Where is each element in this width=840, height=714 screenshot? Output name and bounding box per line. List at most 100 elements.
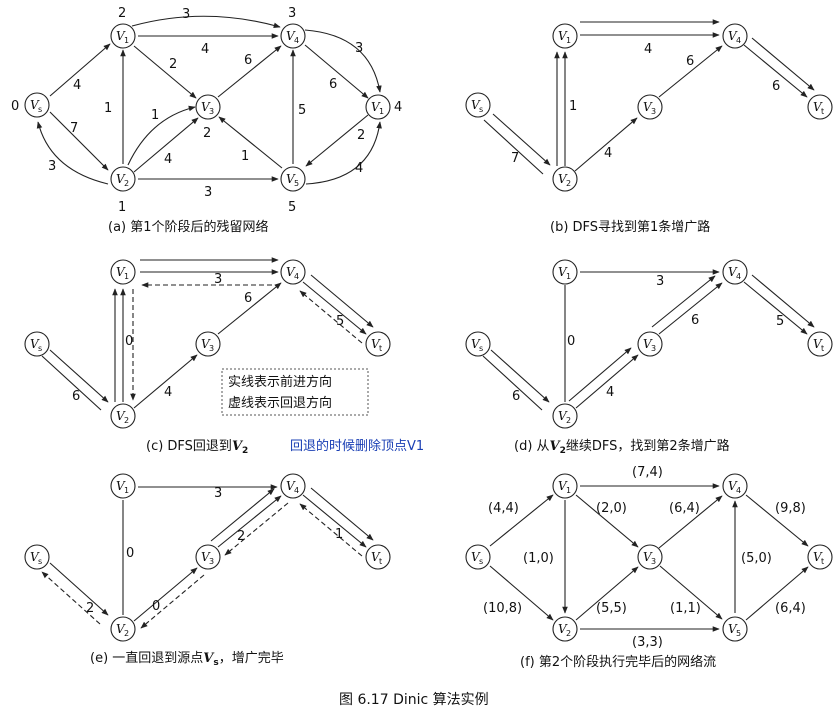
- cap-v2-v3: 4: [606, 385, 614, 400]
- edge-v5-vt: [745, 566, 809, 621]
- svg-text:1: 1: [566, 36, 571, 45]
- svg-text:s: s: [38, 344, 42, 353]
- svg-text:1: 1: [566, 486, 571, 495]
- svg-text:V: V: [558, 479, 568, 493]
- level-v1: 2: [118, 6, 126, 21]
- cap-v2-v3: 0: [152, 599, 160, 614]
- flow-v2-v5: (3,3): [632, 635, 663, 650]
- svg-text:1: 1: [379, 107, 384, 116]
- svg-text:V: V: [116, 622, 126, 636]
- cap-v1-v4: 4: [201, 42, 209, 57]
- svg-text:V: V: [813, 337, 823, 351]
- cap-vs-v2: 6: [72, 389, 80, 404]
- edge-v3-v2-back: [140, 574, 205, 629]
- edge-vs-v2: [49, 111, 109, 171]
- edge-v2-v3: [133, 567, 198, 622]
- edge-vs-v2-pair: [41, 355, 102, 411]
- svg-text:t: t: [821, 344, 824, 353]
- svg-text:V: V: [558, 29, 568, 43]
- edge-v3-v4: [217, 45, 282, 98]
- caption-a: (a) 第1个阶段后的残留网络: [108, 219, 269, 235]
- figure-caption: 图 6.17 Dinic 算法实例: [339, 692, 489, 708]
- svg-text:V: V: [471, 337, 481, 351]
- svg-text:V: V: [116, 172, 126, 186]
- cap-v2-v3: 4: [604, 146, 612, 161]
- svg-text:3: 3: [651, 557, 656, 566]
- edge-v4-vt: [304, 44, 369, 99]
- svg-text:s: s: [479, 105, 483, 114]
- edge-v3-v5: [659, 565, 723, 620]
- cap-v5-v3: 1: [241, 149, 249, 164]
- cap-vs-v2: 7: [511, 151, 519, 166]
- cap-v3-v4: 6: [244, 291, 252, 306]
- cap-vs-v2: 6: [512, 389, 520, 404]
- edge-v3-v4: [658, 495, 723, 549]
- cap-v2-v1: 0: [125, 334, 133, 349]
- svg-text:s: s: [38, 557, 42, 566]
- legend-solid: 实线表示前进方向: [228, 374, 332, 390]
- svg-text:s: s: [479, 557, 483, 566]
- cap-v2-v3: 4: [164, 152, 172, 167]
- edge-v2-v3: [575, 354, 639, 409]
- edge-v2-v3: [133, 354, 198, 409]
- legend-box: 实线表示前进方向 虚线表示回退方向: [221, 368, 369, 416]
- edge-v3-v4: [217, 282, 282, 335]
- flow-v2-v3: (5,5): [596, 601, 627, 616]
- svg-text:2: 2: [566, 629, 571, 638]
- svg-text:V: V: [371, 550, 381, 564]
- svg-text:V: V: [643, 100, 653, 114]
- svg-text:2: 2: [124, 629, 129, 638]
- svg-text:V: V: [286, 265, 296, 279]
- svg-text:V: V: [558, 409, 568, 423]
- svg-text:V: V: [643, 337, 653, 351]
- caption-f: (f) 第2个阶段执行完毕后的网络流: [520, 654, 716, 670]
- svg-text:V: V: [116, 29, 126, 43]
- edge-v2-v3: [574, 117, 638, 172]
- caption-c-note: 回退的时候删除顶点V1: [290, 438, 424, 454]
- svg-text:V: V: [371, 100, 381, 114]
- cap-v3-v4: 6: [244, 53, 252, 68]
- svg-text:2: 2: [124, 416, 129, 425]
- flow-v3-v4: (6,4): [669, 501, 700, 516]
- caption-e: (e) 一直回退到源点Vs，增广完毕: [90, 651, 284, 668]
- svg-text:3: 3: [209, 344, 214, 353]
- svg-text:t: t: [379, 557, 382, 566]
- svg-text:V: V: [728, 622, 738, 636]
- svg-text:V: V: [286, 29, 296, 43]
- legend-dashed: 虚线表示回退方向: [228, 395, 332, 411]
- flow-v1-v2: (1,0): [523, 551, 554, 566]
- cap-v2-v1: 0: [126, 546, 134, 561]
- cap-v2-v3-top: 1: [151, 108, 159, 123]
- svg-text:V: V: [728, 29, 738, 43]
- svg-text:4: 4: [736, 272, 741, 281]
- edge-vt-v4-back: [299, 290, 363, 344]
- cap-v1-v4: 3: [656, 274, 664, 289]
- svg-text:V: V: [116, 479, 126, 493]
- cap-v4-vt: 1: [335, 527, 343, 542]
- edge-v1-v3: [575, 494, 639, 548]
- edge-v3-v4-pair: [210, 488, 275, 542]
- svg-text:3: 3: [651, 344, 656, 353]
- svg-text:t: t: [379, 344, 382, 353]
- svg-text:5: 5: [294, 179, 299, 188]
- edge-v4-vt-pair: [751, 37, 815, 91]
- cap-v2-v1: 1: [104, 101, 112, 116]
